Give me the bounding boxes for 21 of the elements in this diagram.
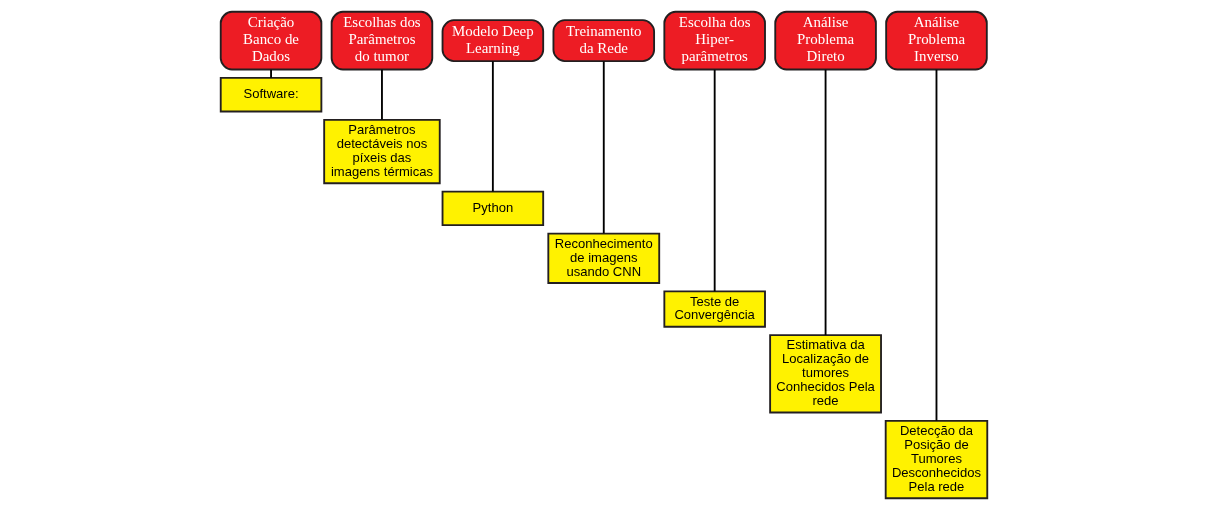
node-box: Python bbox=[441, 190, 544, 227]
node-box: Teste de Convergência bbox=[662, 290, 766, 328]
connector bbox=[935, 68, 937, 422]
node-box: Escolha dos Hiper-parâmetros bbox=[662, 10, 766, 71]
node-box: Treinamento da Rede bbox=[552, 19, 655, 63]
connector bbox=[269, 68, 272, 79]
node-box: Análise Problema Direto bbox=[773, 10, 877, 71]
connector bbox=[491, 60, 494, 193]
node-box: Reconhecimento de imagens usando CNN bbox=[546, 232, 660, 284]
connector bbox=[824, 68, 826, 336]
node-box: Criação Banco de Dados bbox=[219, 10, 322, 71]
node-box: Estimativa da Localização de tumores Conhecidos Pela rede bbox=[768, 334, 882, 414]
node-box: Análise Problema Inverso bbox=[884, 10, 988, 71]
connector bbox=[602, 60, 605, 235]
node-box: Software: bbox=[219, 77, 322, 113]
node-box: Detecção da Posição de Tumores Desconhecidos Pela rede bbox=[884, 419, 988, 500]
node-box: Escolhas dos Parâmetros do tumor bbox=[330, 10, 433, 71]
node-box: Parâmetros detectáveis nos píxeis das imagens térmicas bbox=[322, 118, 441, 185]
connector bbox=[380, 68, 383, 121]
connector bbox=[713, 68, 716, 293]
node-box: Modelo Deep Learning bbox=[441, 19, 544, 63]
